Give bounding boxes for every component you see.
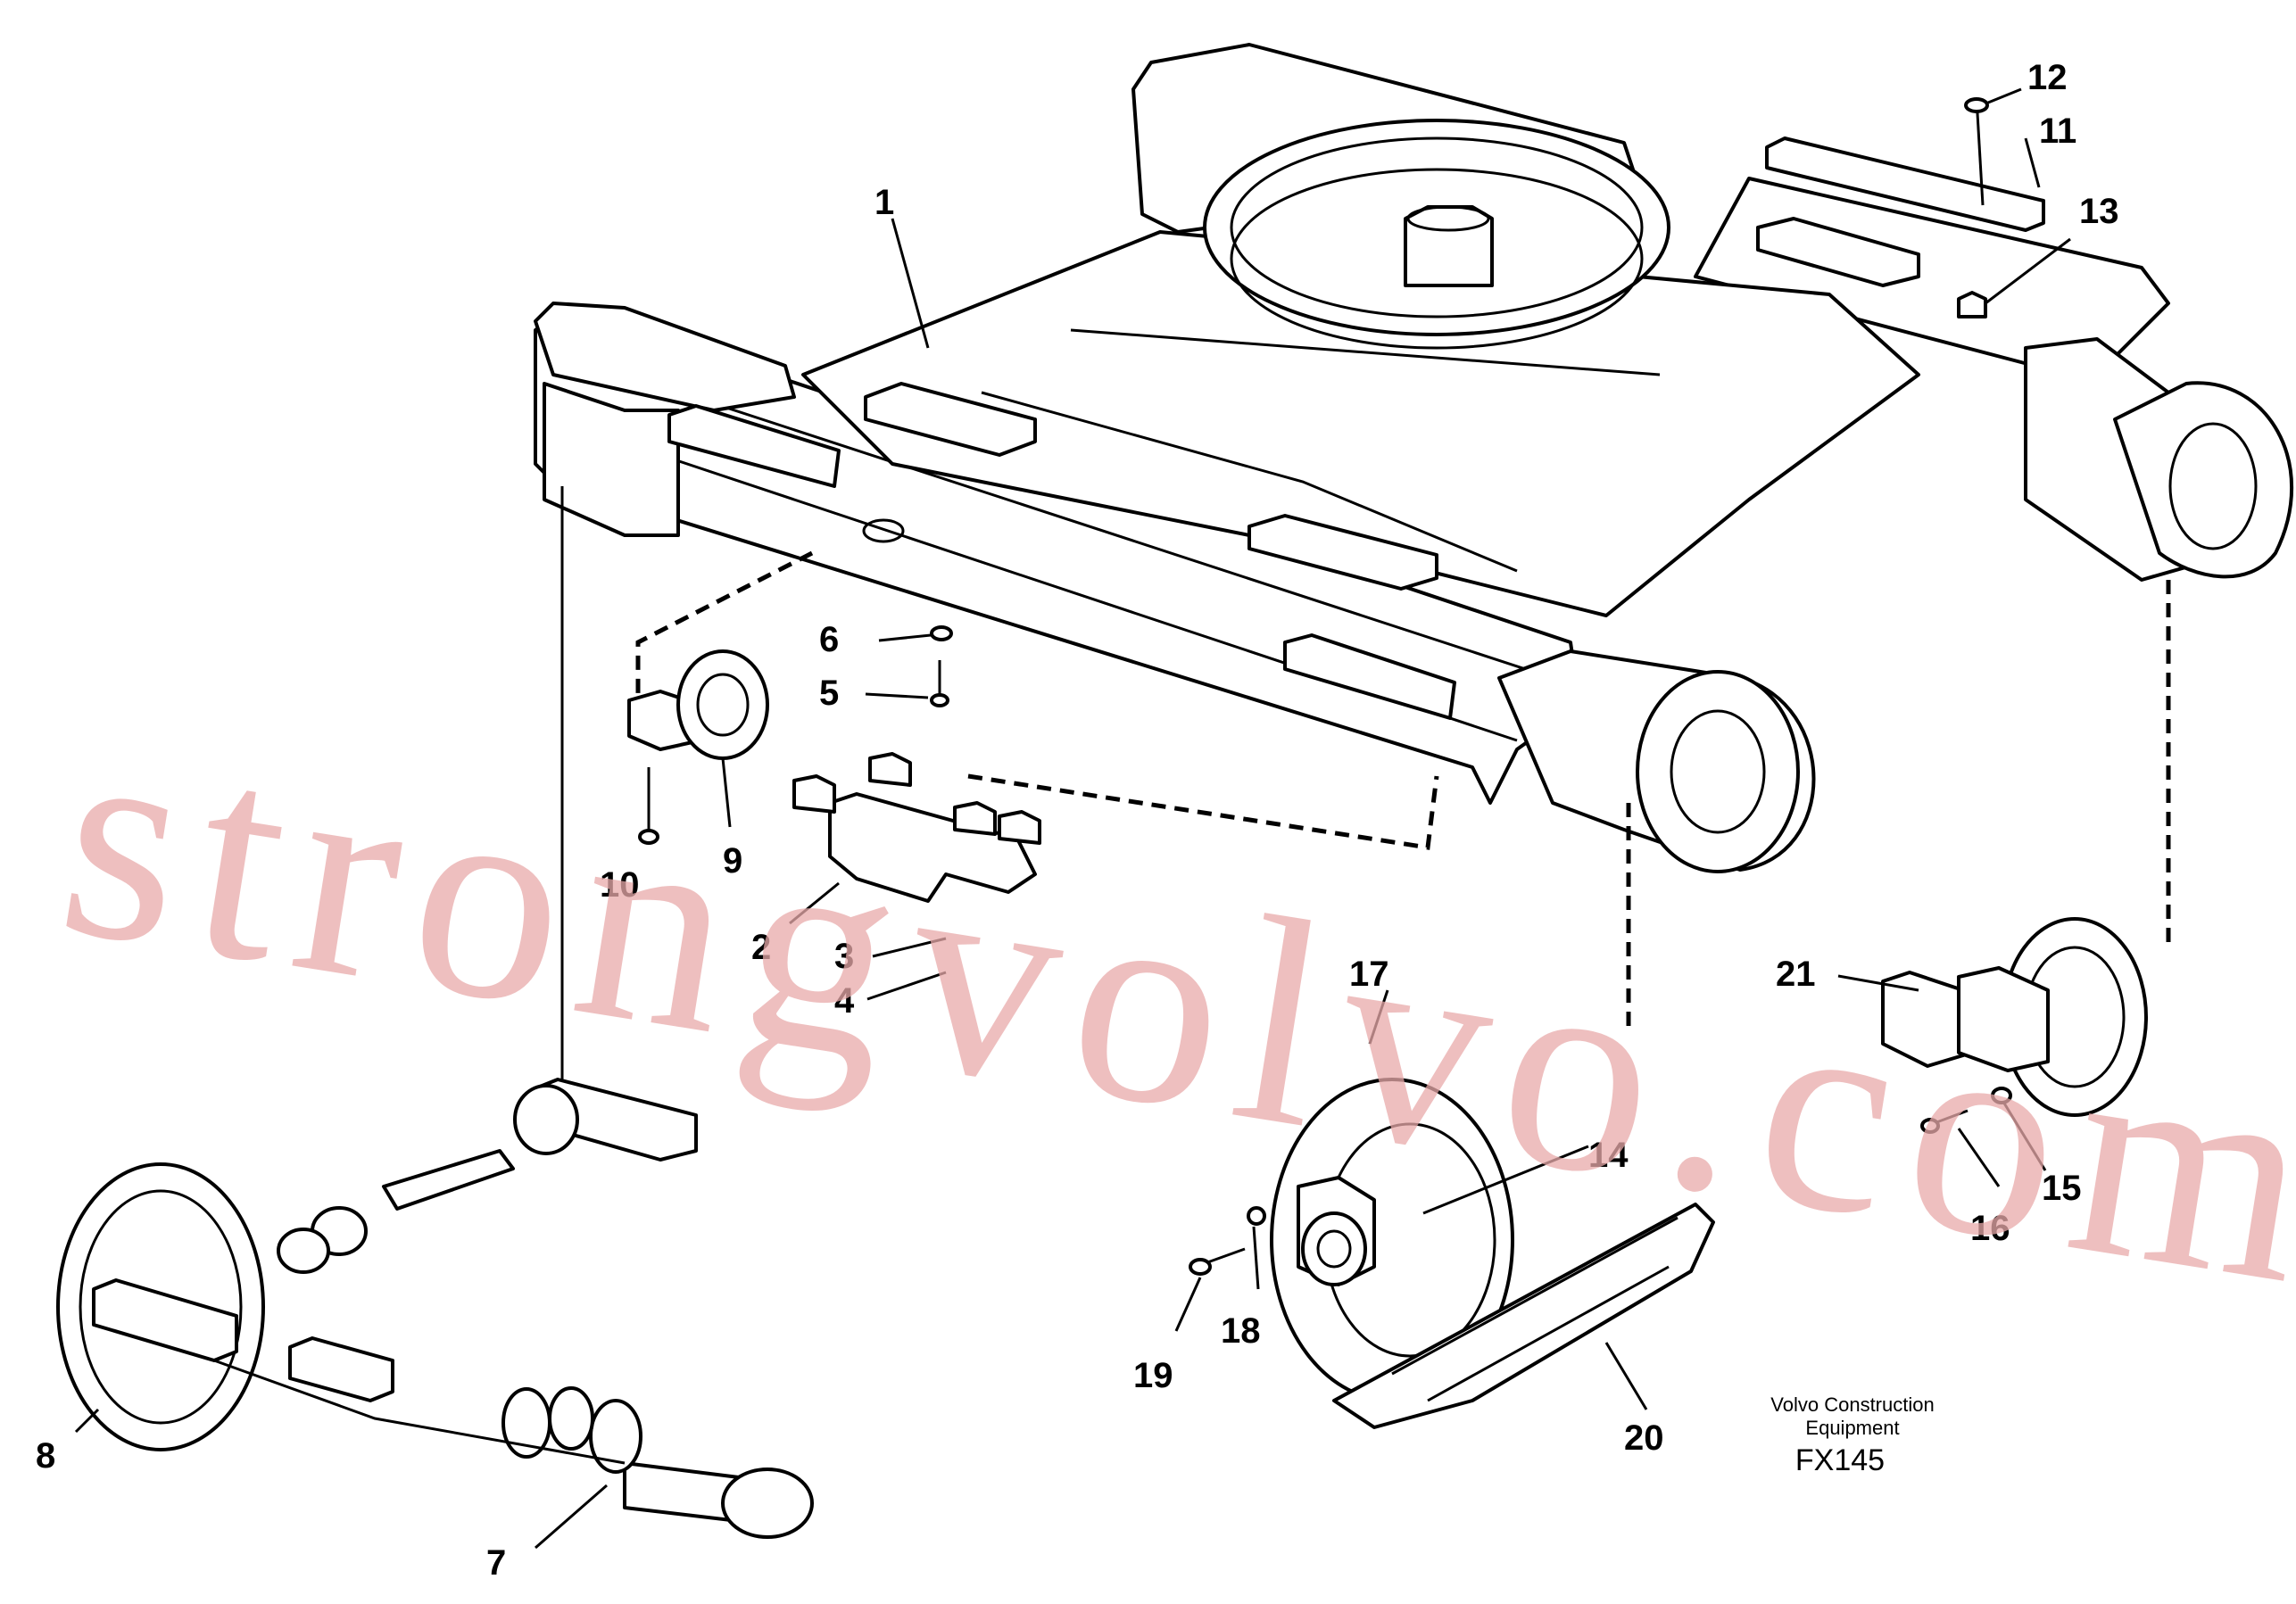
callout-20: 20 — [1624, 1418, 1664, 1458]
bolt-and-washer — [930, 625, 953, 707]
diagram-caption: Volvo Construction Equipment FX145 — [1770, 1393, 1934, 1477]
travel-motor — [1881, 917, 2148, 1134]
callout-5: 5 — [819, 674, 839, 713]
callout-7: 7 — [486, 1543, 506, 1583]
watermark: strongvolvo.com — [44, 670, 2296, 1349]
callout-14: 14 — [1588, 1136, 1629, 1175]
front-idler-assembly — [56, 1078, 814, 1539]
callout-2: 2 — [751, 928, 771, 967]
callout-21: 21 — [1776, 955, 1816, 994]
callout-6: 6 — [819, 620, 839, 659]
track-chain — [1332, 1203, 1715, 1429]
caption-equipment: Equipment — [1805, 1417, 1899, 1439]
callout-12: 12 — [2027, 58, 2068, 97]
callout-18: 18 — [1221, 1311, 1261, 1351]
callout-labels: 1 2 3 4 5 6 7 8 9 10 11 12 13 14 15 16 1… — [36, 58, 2119, 1583]
callout-16: 16 — [1970, 1209, 2010, 1248]
undercarriage-frame — [534, 43, 2293, 873]
callout-4: 4 — [834, 981, 855, 1021]
callout-8: 8 — [36, 1436, 55, 1476]
caption-code: FX145 — [1795, 1443, 1885, 1477]
top-roller — [627, 649, 769, 845]
callout-10: 10 — [600, 865, 640, 905]
callout-17: 17 — [1349, 955, 1389, 994]
callout-1: 1 — [874, 183, 894, 222]
caption-brand: Volvo Construction — [1770, 1393, 1934, 1416]
callout-9: 9 — [723, 841, 742, 881]
connector-lines — [213, 486, 2171, 1465]
drive-sprocket — [1189, 1078, 1514, 1402]
track-guide-plate — [1765, 97, 2045, 318]
callout-15: 15 — [2042, 1169, 2082, 1208]
callout-19: 19 — [1133, 1356, 1173, 1395]
track-guard — [792, 752, 1041, 903]
callout-13: 13 — [2079, 192, 2119, 231]
callout-3: 3 — [834, 937, 854, 976]
leader-lines — [74, 87, 2071, 1550]
callout-11: 11 — [2039, 112, 2076, 151]
